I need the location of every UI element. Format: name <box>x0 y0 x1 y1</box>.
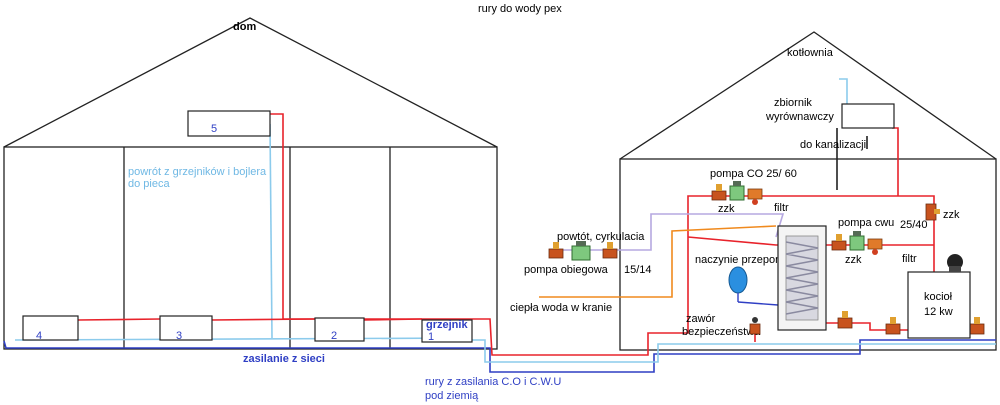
radiator-1-number: 1 <box>428 331 434 343</box>
mains-supply-label: zasilanie z sieci <box>243 353 325 365</box>
boiler-house-building <box>619 31 997 351</box>
radiator-1: grzejnik 1 <box>421 319 473 343</box>
radiator-3-number: 3 <box>176 330 182 342</box>
radiator-5: 5 <box>187 110 271 137</box>
filter-2-icon <box>867 238 883 255</box>
zzk-label-1: zzk <box>718 203 735 215</box>
pump-cwu-icon <box>849 231 865 251</box>
underground-label: rury z zasilania C.O i C.W.U <box>425 376 561 388</box>
boiler-power-label: 12 kw <box>924 306 953 318</box>
expansion-tank-label-2: wyrównawczy <box>765 111 834 123</box>
hot-water-cylinder <box>777 225 827 331</box>
safety-valve-label: zawór <box>686 313 716 325</box>
return-line-label: powrót z grzejników i bojlera <box>128 166 267 178</box>
valve-circulation-right <box>602 242 618 259</box>
circulation-pump-icon <box>571 241 591 261</box>
boiler-house-label: kotłownia <box>787 47 834 59</box>
radiator-5-number: 5 <box>211 123 217 135</box>
pump-co-label: pompa CO 25/ 60 <box>710 168 797 180</box>
circulation-pump-label: pompa obiegowa <box>524 264 609 276</box>
boiler-label: kocioł <box>924 291 953 303</box>
filter-label-1: filtr <box>774 202 789 214</box>
filter-1-icon <box>747 188 763 205</box>
pump-cwu-size: 25/40 <box>900 219 928 231</box>
safety-valve-label-2: bezpieczeństwa <box>682 326 761 338</box>
boiler-icon <box>907 254 971 339</box>
circulation-pipes <box>561 213 785 251</box>
filter-label-2: filtr <box>902 253 917 265</box>
expansion-tank-label: zbiornik <box>774 97 812 109</box>
valve-bottom-2 <box>885 317 901 335</box>
return-line-label-2: do pieca <box>128 178 170 190</box>
radiator-4-number: 4 <box>36 330 42 342</box>
valve-zzk-1 <box>711 184 727 201</box>
valve-zzk-2 <box>831 234 847 251</box>
circulation-size-label: 15/14 <box>624 264 652 276</box>
radiator-3: 3 <box>159 315 213 342</box>
pump-cwu-label: pompa cwu <box>838 217 894 229</box>
house-building <box>3 17 498 350</box>
valve-bottom-3 <box>969 317 985 335</box>
pump-co-icon <box>729 181 745 201</box>
return-pipes <box>14 78 996 363</box>
zzk-label-right: zzk <box>943 209 960 221</box>
valve-zzk-right <box>925 203 940 221</box>
safety-valve-icon <box>749 317 761 335</box>
zzk-label-2: zzk <box>845 254 862 266</box>
sewer-pipe <box>836 128 868 190</box>
valve-bottom-1 <box>837 311 853 329</box>
radiator-2-number: 2 <box>331 330 337 342</box>
hot-water-pipes <box>539 225 777 298</box>
valve-circulation-left <box>548 242 564 259</box>
house-label: dom <box>233 21 256 33</box>
membrane-vessel-label: naczynie przeponowe <box>695 254 801 266</box>
diagram-title: rury do wody pex <box>478 3 562 15</box>
radiator-2: 2 <box>314 317 365 342</box>
hot-water-label: ciepła woda w kranie <box>510 302 612 314</box>
radiator-1-caption: grzejnik <box>426 319 468 331</box>
expansion-tank <box>841 103 895 129</box>
underground-label-2: pod ziemią <box>425 390 479 402</box>
radiator-4: 4 <box>22 315 79 342</box>
sewer-label: do kanalizacji <box>800 139 866 151</box>
membrane-vessel-icon <box>728 266 779 306</box>
circulation-return-label: powtót, cyrkulacia <box>557 231 645 243</box>
